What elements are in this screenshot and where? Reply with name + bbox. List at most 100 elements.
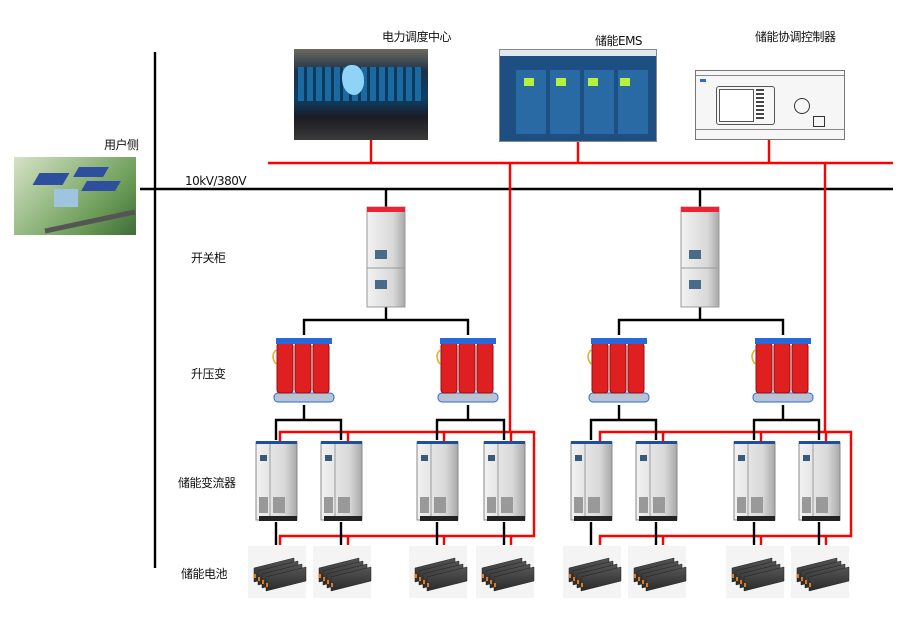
transformer-feed-line	[302, 318, 470, 335]
transformer-coil	[458, 342, 476, 394]
transformer-coil	[276, 342, 294, 394]
transformer-cable	[751, 349, 756, 365]
switchgear-label: 开关柜	[191, 251, 226, 265]
transformer-top-frame	[591, 338, 647, 344]
battery-terminal	[486, 577, 488, 581]
transformer-base	[437, 392, 499, 403]
pcs-top-stripe	[256, 441, 297, 444]
switchgear-top-stripe	[681, 207, 719, 212]
battery-terminal	[415, 574, 417, 578]
pcs-vent	[501, 497, 513, 513]
switchgear-display	[375, 250, 387, 259]
pcs-plinth	[574, 516, 612, 521]
pcs-display	[421, 455, 428, 461]
transformer-coil	[791, 342, 809, 394]
transformer-cable	[272, 349, 277, 365]
pcs-feed-line	[752, 418, 821, 440]
battery-terminal	[427, 583, 429, 587]
pcs-vent	[737, 497, 746, 513]
pcs-vent	[653, 497, 665, 513]
battery-terminal	[801, 577, 803, 581]
battery-terminal	[638, 577, 640, 581]
battery-terminal	[266, 583, 268, 587]
pcs-vent	[802, 497, 811, 513]
coordinated-controller-image	[695, 70, 845, 140]
switchgear-display	[375, 280, 387, 289]
battery-terminal	[419, 577, 421, 581]
transformer-top-frame	[755, 338, 811, 344]
pcs-display	[803, 455, 810, 461]
battery-terminal	[732, 574, 734, 578]
transformer-cable	[436, 349, 441, 365]
battery-terminal	[423, 580, 425, 584]
pcs-plinth	[639, 516, 677, 521]
pcs-top-stripe	[484, 441, 525, 444]
battery-terminal	[327, 580, 329, 584]
bus-voltage-label: 10kV/380V	[185, 174, 247, 188]
battery-terminal	[736, 577, 738, 581]
battery-terminal	[797, 574, 799, 578]
ems-label: 储能EMS	[595, 34, 643, 48]
user-side-park-image	[14, 157, 136, 235]
transformer-base	[588, 392, 650, 403]
pcs-display	[738, 455, 745, 461]
battery-terminal	[573, 577, 575, 581]
pcs-battery-comm-loop	[278, 430, 536, 545]
transformer-coil	[440, 342, 458, 394]
battery-terminal	[805, 580, 807, 584]
pcs-vent	[574, 497, 583, 513]
pcs-vent	[639, 497, 648, 513]
pcs-top-stripe	[799, 441, 840, 444]
battery-terminal	[319, 574, 321, 578]
transformer-coil	[476, 342, 494, 394]
pcs-vent	[273, 497, 285, 513]
switchgear-display	[689, 280, 701, 289]
battery-label: 储能电池	[181, 567, 228, 581]
pcs-plinth	[324, 516, 362, 521]
transformer-coil	[591, 342, 609, 394]
pcs-display	[325, 455, 332, 461]
transformer-top-frame	[440, 338, 496, 344]
pcs-top-stripe	[571, 441, 612, 444]
pcs-display	[640, 455, 647, 461]
pcs-feed-line	[589, 418, 658, 440]
battery-terminal	[634, 574, 636, 578]
transformer-coil	[609, 342, 627, 394]
pcs-vent	[751, 497, 763, 513]
transformer-label: 升压变	[191, 367, 226, 381]
pcs-display	[575, 455, 582, 461]
transformer-coil	[773, 342, 791, 394]
switchgear-top-stripe	[367, 207, 405, 212]
battery-terminal	[482, 574, 484, 578]
pcs-vent	[588, 497, 600, 513]
battery-terminal	[646, 583, 648, 587]
battery-terminal	[331, 583, 333, 587]
pcs-plinth	[259, 516, 297, 521]
battery-terminal	[577, 580, 579, 584]
pcs-display	[488, 455, 495, 461]
ems-screen-image	[499, 49, 657, 142]
pcs-battery-comm-loop	[598, 430, 853, 545]
pcs-plinth	[487, 516, 525, 521]
pcs-vent	[434, 497, 446, 513]
pcs-vent	[420, 497, 429, 513]
switchgear-cabinet	[680, 206, 720, 308]
battery-terminal	[323, 577, 325, 581]
pcs-top-stripe	[321, 441, 362, 444]
battery-terminal	[744, 583, 746, 587]
pcs-feed-line	[274, 418, 343, 440]
controller-label: 储能协调控制器	[755, 30, 836, 44]
pcs-vent	[259, 497, 268, 513]
pcs-vent	[487, 497, 496, 513]
pcs-top-stripe	[636, 441, 677, 444]
transformer-coil	[755, 342, 773, 394]
user-side-label: 用户侧	[104, 138, 139, 152]
battery-terminal	[494, 583, 496, 587]
dispatch-center-image	[294, 49, 428, 140]
dispatch-center-label: 电力调度中心	[382, 30, 452, 44]
pcs-display	[260, 455, 267, 461]
battery-terminal	[642, 580, 644, 584]
battery-terminal	[262, 580, 264, 584]
transformer-top-frame	[276, 338, 332, 344]
